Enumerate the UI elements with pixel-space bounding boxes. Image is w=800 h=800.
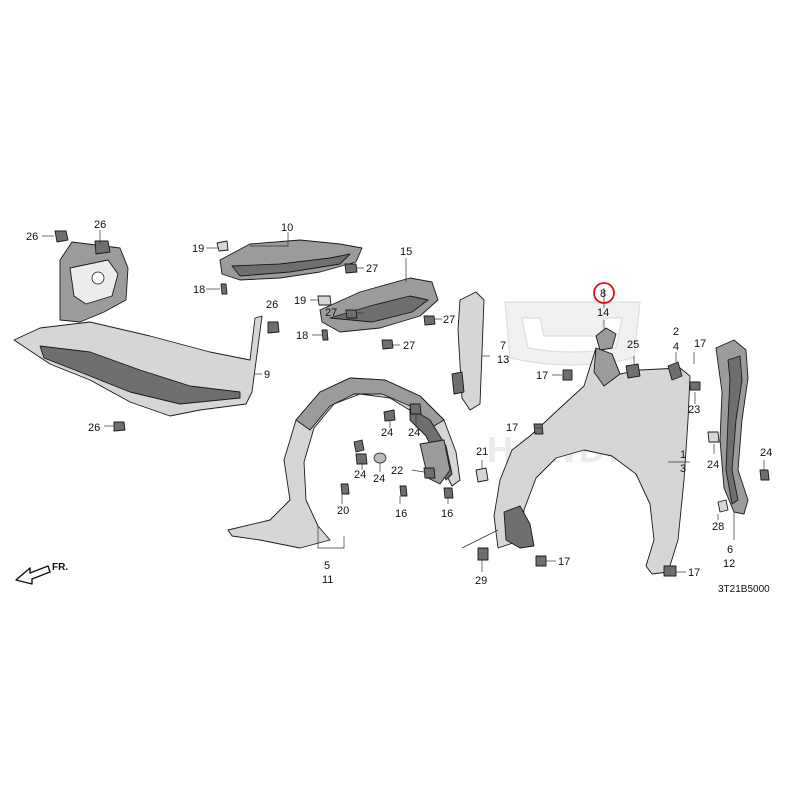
misc-clips-fender (477, 369, 573, 567)
callout-3[interactable]: 3 (680, 463, 686, 475)
callout-7[interactable]: 7 (500, 340, 506, 352)
callout-17[interactable]: 17 (558, 556, 570, 568)
callout-labels: 26 26 26 26 9 10 19 18 27 15 19 27 18 27… (26, 219, 772, 587)
callout-8[interactable]: 8 (600, 288, 606, 300)
callout-17[interactable]: 17 (536, 370, 548, 382)
callout-8-highlight-ring (593, 282, 615, 304)
callout-25[interactable]: 25 (627, 339, 639, 351)
diagram-code: 3T21B5000 (718, 584, 770, 595)
callout-4[interactable]: 4 (673, 341, 679, 353)
leader-lines (42, 230, 765, 573)
callout-28[interactable]: 28 (712, 521, 724, 533)
callout-27[interactable]: 27 (403, 340, 415, 352)
callout-23[interactable]: 23 (688, 404, 700, 416)
splash-shield-upper (219, 239, 363, 281)
callout-16[interactable]: 16 (441, 508, 453, 520)
clips-around-liner (340, 403, 489, 499)
callout-24[interactable]: 24 (408, 427, 420, 439)
callout-19[interactable]: 19 (192, 243, 204, 255)
callout-20[interactable]: 20 (337, 505, 349, 517)
under-cover-front (13, 241, 263, 417)
callout-24[interactable]: 24 (381, 427, 393, 439)
callout-27[interactable]: 27 (325, 307, 337, 319)
front-fender-panel (493, 347, 691, 575)
callout-24[interactable]: 24 (373, 473, 385, 485)
callout-27[interactable]: 27 (366, 263, 378, 275)
callout-24[interactable]: 24 (354, 469, 366, 481)
fender-seal (451, 291, 485, 411)
direction-label: FR. (52, 562, 68, 573)
splash-shield-lower (319, 277, 439, 333)
fender-liner (227, 377, 461, 549)
clip-26-top-left (54, 230, 280, 432)
callout-2[interactable]: 2 (673, 326, 679, 338)
callout-21[interactable]: 21 (476, 446, 488, 458)
front-direction-arrow-icon: FR. (15, 562, 68, 585)
clips-near-part-15 (317, 295, 436, 350)
callout-12[interactable]: 12 (723, 558, 735, 570)
callout-24[interactable]: 24 (707, 459, 719, 471)
callout-15[interactable]: 15 (400, 246, 412, 258)
callout-22[interactable]: 22 (391, 465, 403, 477)
callout-6[interactable]: 6 (727, 544, 733, 556)
callout-26[interactable]: 26 (88, 422, 100, 434)
callout-17[interactable]: 17 (694, 338, 706, 350)
callout-18[interactable]: 18 (193, 284, 205, 296)
callout-5[interactable]: 5 (324, 560, 330, 572)
callout-9[interactable]: 9 (264, 369, 270, 381)
callout-11[interactable]: 11 (322, 574, 333, 586)
callout-10[interactable]: 10 (281, 222, 293, 234)
callout-18[interactable]: 18 (296, 330, 308, 342)
callout-17[interactable]: 17 (688, 567, 700, 579)
callout-24[interactable]: 24 (760, 447, 772, 459)
callout-17[interactable]: 17 (506, 422, 518, 434)
callout-26[interactable]: 26 (266, 299, 278, 311)
callout-16[interactable]: 16 (395, 508, 407, 520)
callout-13[interactable]: 13 (497, 354, 509, 366)
callout-14[interactable]: 14 (597, 307, 609, 319)
callout-26[interactable]: 26 (94, 219, 106, 231)
clips-near-part-10 (216, 240, 358, 295)
callout-26[interactable]: 26 (26, 231, 38, 243)
fender-bracket (715, 339, 749, 515)
callout-29[interactable]: 29 (475, 575, 487, 587)
clips-near-bracket (663, 361, 770, 577)
callout-1[interactable]: 1 (680, 449, 686, 461)
callout-19[interactable]: 19 (294, 295, 306, 307)
callout-27[interactable]: 27 (443, 314, 455, 326)
